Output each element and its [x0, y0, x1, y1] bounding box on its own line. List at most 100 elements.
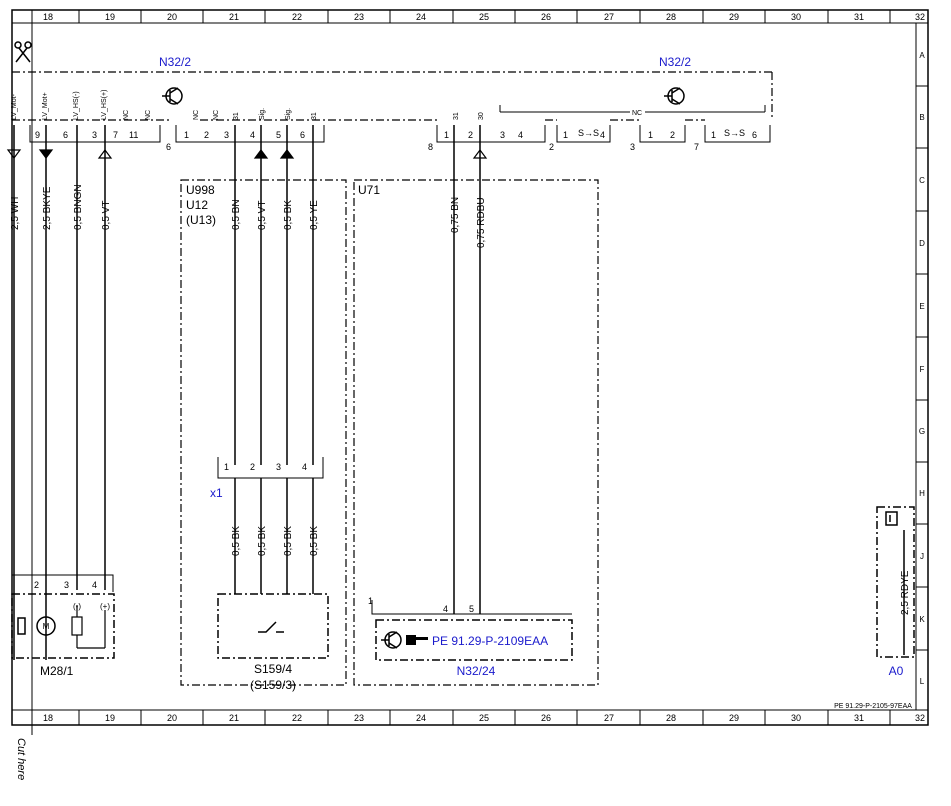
connector-number: 5 [276, 130, 281, 140]
col-label: 32 [915, 12, 925, 22]
pin-name: LV_HS(+) [101, 90, 108, 120]
n32-24-label: N32/24 [457, 664, 496, 678]
col-label: 20 [167, 12, 177, 22]
n32-2-control-unit [12, 71, 773, 121]
sheet-frame [11, 9, 929, 726]
x1-label: x1 [210, 486, 223, 500]
pin-name: 31 [233, 112, 240, 120]
pin-name: NC [193, 110, 200, 120]
connector-number: 3 [224, 130, 229, 140]
sensor-minus: (-) [73, 602, 81, 611]
wire-label: 2,5 BKYE [42, 186, 53, 230]
connector-number: 6 [752, 130, 757, 140]
col-label: 19 [105, 12, 115, 22]
m28-1-box [11, 593, 115, 659]
col-label: 25 [479, 713, 489, 723]
row-label: L [920, 677, 925, 686]
connector-number: 1 [711, 130, 716, 140]
col-label: 30 [791, 12, 801, 22]
pin-number: 2 [250, 462, 255, 472]
col-label: 21 [229, 12, 239, 22]
wire-label: 0,5 BK [283, 200, 294, 230]
connector-number: 3 [500, 130, 505, 140]
pin-name: NC [123, 110, 130, 120]
pin-name: 31 [311, 112, 318, 120]
row-label: K [919, 615, 925, 624]
pe-reference-link[interactable]: PE 91.29-P-2109EAA [432, 634, 548, 648]
m28-pin-numbers: 2 3 4 [34, 580, 97, 590]
wire-labels: 2,5 WH 2,5 BKYE 0,5 BNGN 0,5 VT 0,5 BN 0… [10, 184, 911, 615]
battery-icon [885, 511, 898, 526]
pin-number: 1 [224, 462, 229, 472]
col-label: 25 [479, 12, 489, 22]
connector-number: 3 [630, 142, 635, 152]
col-label: 21 [229, 713, 239, 723]
transistor-icon [381, 631, 402, 649]
connector-number: 2 [549, 142, 554, 152]
m28-1-label: M28/1 [40, 664, 74, 678]
col-label: 18 [43, 12, 53, 22]
pin-name: 30 [478, 112, 485, 120]
col-label: 19 [105, 713, 115, 723]
scissors-icon [14, 41, 32, 63]
wires [13, 125, 905, 660]
col-label: 28 [666, 12, 676, 22]
cut-here-label: Cut here [15, 738, 27, 780]
n32-24-pin-numbers: 1 4 5 [368, 596, 474, 614]
connector-number: 2 [468, 130, 473, 140]
u13-label: (U13) [186, 213, 216, 227]
connector-number: 2 [204, 130, 209, 140]
connector-number: 1 [444, 130, 449, 140]
row-label: F [920, 365, 925, 374]
connector-number: 2 [670, 130, 675, 140]
n32-24-connector [371, 600, 572, 615]
row-label: E [919, 302, 924, 311]
nc-bracket [499, 105, 766, 113]
col-label: 22 [292, 12, 302, 22]
pin-number: 1 [368, 596, 373, 606]
col-label: 28 [666, 713, 676, 723]
col-label: 32 [915, 713, 925, 723]
connector-number: 4 [518, 130, 523, 140]
wire-label: 0,5 BK [231, 526, 242, 556]
col-label: 31 [854, 713, 864, 723]
wire-label: 0,5 YE [309, 200, 320, 230]
col-label: 31 [854, 12, 864, 22]
column-ruler: 18 19 20 21 22 23 24 25 26 27 28 29 30 3… [31, 10, 925, 725]
svg-text:S→S: S→S [578, 128, 599, 138]
pin-name: LV_Mot- [11, 93, 18, 120]
connector-number: 8 [428, 142, 433, 152]
connector-numbers: 9 6 3 7 11 6 1 2 3 4 5 6 8 1 2 3 4 2 1 4… [35, 130, 757, 152]
col-label: 30 [791, 713, 801, 723]
row-label: C [919, 176, 925, 185]
pin-name: LV_HS(-) [73, 91, 80, 120]
wire-label: 2,5 WH [10, 197, 21, 230]
s159-3-label: (S159/3) [250, 678, 296, 692]
pin-name: Sig. [285, 108, 292, 120]
connector-number: 4 [600, 130, 605, 140]
wire-label: 0,5 BK [257, 526, 268, 556]
pin-name: Sig. [259, 108, 266, 120]
col-label: 23 [354, 12, 364, 22]
u12-label: U12 [186, 198, 208, 212]
n32-2-label-right: N32/2 [659, 55, 691, 69]
hall-sensor-icon [71, 605, 106, 649]
col-label: 27 [604, 713, 614, 723]
pin-name: LV_Mot+ [42, 92, 49, 120]
u998-box [180, 179, 347, 686]
reference-hand-icon [406, 635, 428, 645]
connector-number: 6 [166, 142, 171, 152]
connector-number: 9 [35, 130, 40, 140]
m28-1-connector [12, 574, 114, 592]
col-label: 29 [729, 713, 739, 723]
col-label: 29 [729, 12, 739, 22]
pin-number: 3 [64, 580, 69, 590]
pin-name: NC [213, 110, 220, 120]
transistor-icon [162, 87, 183, 105]
pin-number: 4 [92, 580, 97, 590]
connector-number: 4 [250, 130, 255, 140]
col-label: 23 [354, 713, 364, 723]
connector-number: 7 [694, 142, 699, 152]
connector-number: 1 [563, 130, 568, 140]
